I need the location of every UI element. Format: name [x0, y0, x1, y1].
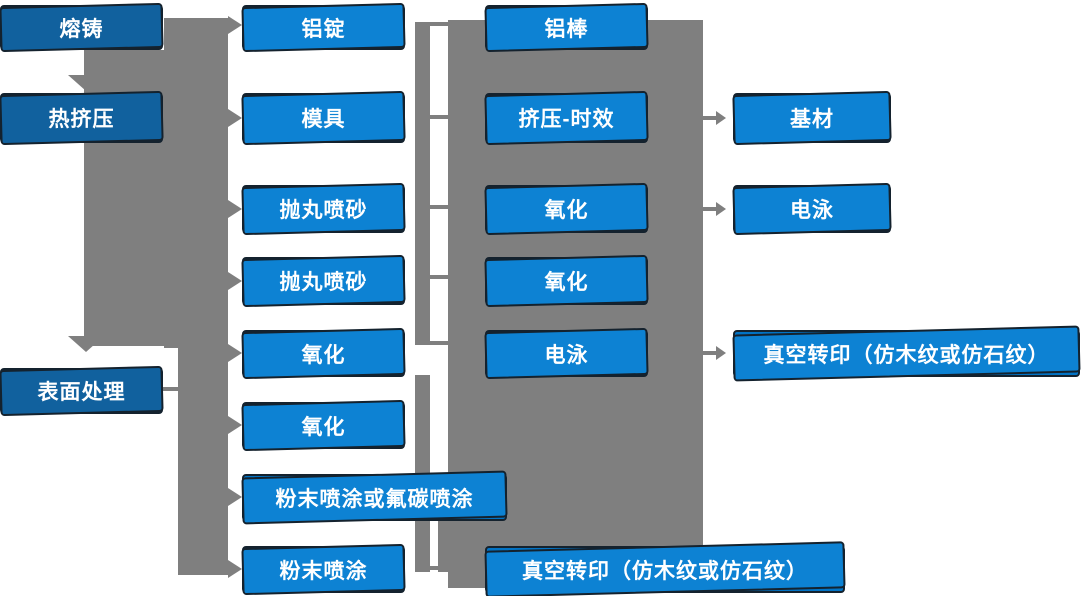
- collector-tick-2: [430, 115, 448, 119]
- connector-feed-band-lower: [178, 348, 228, 575]
- arrow-shaft-to-electrophoresis: [703, 207, 717, 211]
- arrowhead-to-powder-fluorocarbon: [228, 488, 242, 506]
- arrowhead-to-base-material: [716, 111, 726, 125]
- arrowhead-to-aluminum-ingot: [228, 16, 242, 34]
- arrowhead-to-mold: [228, 109, 242, 127]
- arrow-shaft-to-base-material: [703, 116, 717, 120]
- node-shot-blasting-1: 抛丸喷砂: [242, 185, 405, 233]
- node-melting-casting: 熔铸: [0, 5, 163, 50]
- node-surface-treatment: 表面处理: [0, 368, 163, 414]
- connector-stub-lower: [438, 516, 453, 572]
- collector-tick-lower: [430, 566, 439, 570]
- node-electrophoresis-left: 电泳: [485, 330, 648, 377]
- node-vacuum-transfer-bottom: 真空转印（仿木纹或仿石纹）: [485, 546, 845, 593]
- arrowhead-to-electrophoresis-right: [716, 202, 726, 216]
- collector-tick-3: [430, 205, 448, 209]
- node-oxidation-3: 氧化: [485, 185, 648, 233]
- connector-feed-band-upper: [164, 18, 228, 348]
- connector-collector-bar-upper: [415, 22, 430, 345]
- arrowhead-to-shot-blasting-1: [228, 200, 242, 218]
- collector-tick-5: [430, 341, 448, 345]
- arrowhead-down-to-surface-treatment: [68, 336, 104, 352]
- connector-surface-treatment-tick: [163, 387, 179, 391]
- node-oxidation-4: 氧化: [485, 257, 648, 305]
- node-aluminum-ingot: 铝锭: [242, 5, 405, 50]
- node-mold: 模具: [242, 93, 405, 143]
- arrowhead-down-to-hot-extrusion: [68, 75, 104, 91]
- arrowhead-to-shot-blasting-2: [228, 272, 242, 290]
- arrowhead-to-oxidation-1: [228, 344, 242, 362]
- node-shot-blasting-2: 抛丸喷砂: [242, 257, 405, 305]
- node-aluminum-rod: 铝棒: [485, 5, 648, 50]
- node-electrophoresis-right: 电泳: [733, 185, 891, 233]
- node-powder-coating: 粉末喷涂: [242, 546, 405, 593]
- node-hot-extrusion: 热挤压: [0, 93, 163, 143]
- node-base-material: 基材: [733, 93, 891, 143]
- arrowhead-to-powder-coating: [228, 560, 242, 578]
- arrowhead-to-vacuum-transfer-right: [716, 346, 726, 360]
- node-powder-or-fluorocarbon: 粉末喷涂或氟碳喷涂: [242, 474, 507, 521]
- node-oxidation-2: 氧化: [242, 402, 405, 449]
- collector-tick-4: [430, 275, 448, 279]
- collector-tick-1: [430, 22, 448, 26]
- node-extrusion-aging: 挤压-时效: [485, 93, 648, 143]
- arrow-shaft-to-vacuum-transfer: [703, 351, 717, 355]
- arrowhead-to-oxidation-2: [228, 416, 242, 434]
- node-vacuum-transfer-right: 真空转印（仿木纹或仿石纹）: [733, 330, 1080, 377]
- node-oxidation-1: 氧化: [242, 330, 405, 377]
